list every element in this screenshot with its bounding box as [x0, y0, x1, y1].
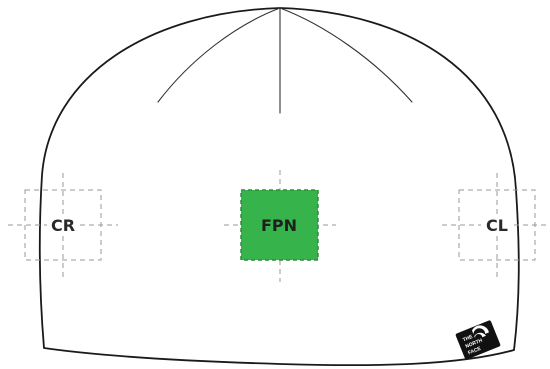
- zone-cr-label: CR: [51, 216, 75, 235]
- logo-tag-bg: [455, 320, 501, 360]
- logo-text-face: FACE: [467, 346, 482, 357]
- zone-fpn-label: FPN: [261, 216, 297, 235]
- seam-left: [157, 7, 281, 103]
- beanie-outline: [38, 7, 520, 367]
- zone-fpn: FPN: [224, 170, 336, 282]
- zone-cr-label-bg: [47, 214, 79, 236]
- crown-seams: [157, 7, 413, 114]
- seam-right: [279, 7, 413, 103]
- zone-cl-label: CL: [486, 216, 508, 235]
- brand-logo-tag: THE NORTH FACE: [455, 320, 501, 360]
- zone-cl: CL: [442, 173, 550, 277]
- zone-cl-label-bg: [481, 214, 513, 236]
- zone-cr: CR: [8, 173, 118, 277]
- half-dome-icon: [472, 325, 489, 338]
- zone-fpn-box: [240, 189, 319, 261]
- logo-text-the: THE: [462, 334, 474, 344]
